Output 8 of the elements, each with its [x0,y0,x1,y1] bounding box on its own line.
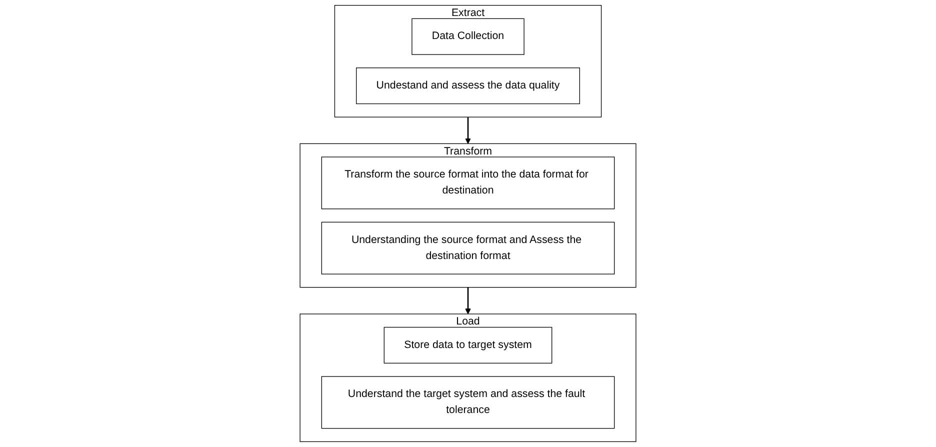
node-box: Undestand and assess the data quality [356,68,580,104]
arrow [465,287,471,314]
arrow [465,117,471,144]
node-box: Store data to target system [384,326,552,364]
node-box: Transform the source format into the data format for destination [321,156,615,210]
node-box: Understand the target system and assess the fault tolerance [321,376,615,429]
node-box: Understanding the source format and Assess the destination format [321,222,615,274]
node-box: Data Collection [412,18,524,55]
